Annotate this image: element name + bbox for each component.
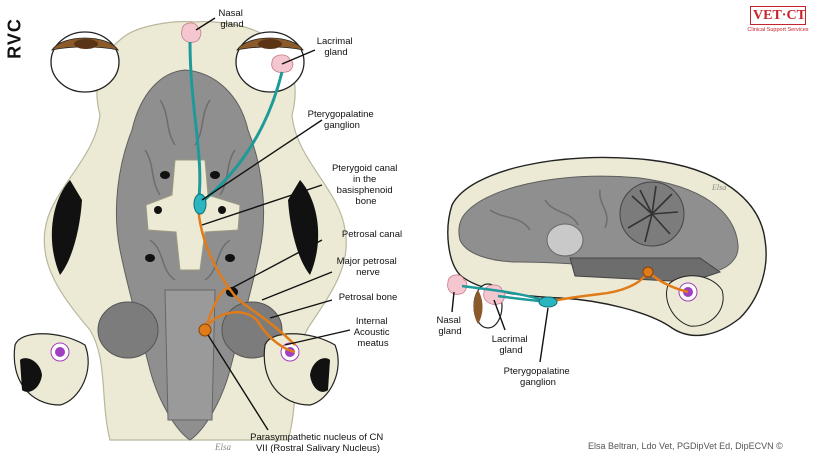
rostral-salivary-nucleus-lateral — [643, 267, 653, 277]
label-major-petrosal-nerve: Major petrosal nerve — [337, 256, 400, 278]
label-lacrimal-gland-ventral: Lacrimal gland — [317, 36, 356, 58]
author-credit: Elsa Beltran, Ldo Vet, PGDipVet Ed, DipE… — [588, 441, 783, 451]
label-pterygopalatine-ganglion-ventral: Pterygopalatine ganglion — [308, 109, 377, 131]
pterygopalatine-ganglion-lateral — [539, 297, 557, 307]
lateral-view: Nasal gland Lacrimal gland Pterygopalati… — [437, 157, 767, 388]
label-petrosal-bone: Petrosal bone — [339, 292, 398, 303]
petrosal-bone-left — [14, 334, 88, 405]
label-nasal-gland-lateral: Nasal gland — [437, 315, 464, 337]
label-nasal-gland-ventral: Nasal gland — [219, 8, 246, 30]
cerebellum-left — [98, 302, 158, 358]
left-eye — [51, 32, 119, 92]
label-internal-acoustic-meatus: Internal Acoustic meatus — [354, 316, 393, 349]
cerebellum-lateral — [620, 182, 684, 246]
label-lacrimal-gland-lateral: Lacrimal gland — [492, 334, 531, 356]
label-petrosal-canal: Petrosal canal — [342, 229, 402, 240]
label-pterygopalatine-ganglion-lateral: Pterygopalatine ganglion — [504, 366, 573, 388]
rostral-salivary-nucleus — [199, 324, 211, 336]
thalamus-lateral — [547, 224, 583, 256]
label-pterygoid-canal: Pterygoid canal in the basisphenoid bone — [332, 163, 400, 207]
signature-ventral: Elsa — [214, 442, 232, 452]
ventral-view: Nasal gland Lacrimal gland Pterygopalati… — [14, 8, 402, 454]
pterygopalatine-ganglion-ventral — [194, 194, 206, 214]
signature-lateral: Elsa — [711, 183, 726, 192]
label-parasympathetic-nucleus: Parasympathetic nucleus of CN VII (Rostr… — [250, 432, 386, 454]
brainstem — [165, 290, 215, 420]
right-eye — [236, 32, 304, 92]
